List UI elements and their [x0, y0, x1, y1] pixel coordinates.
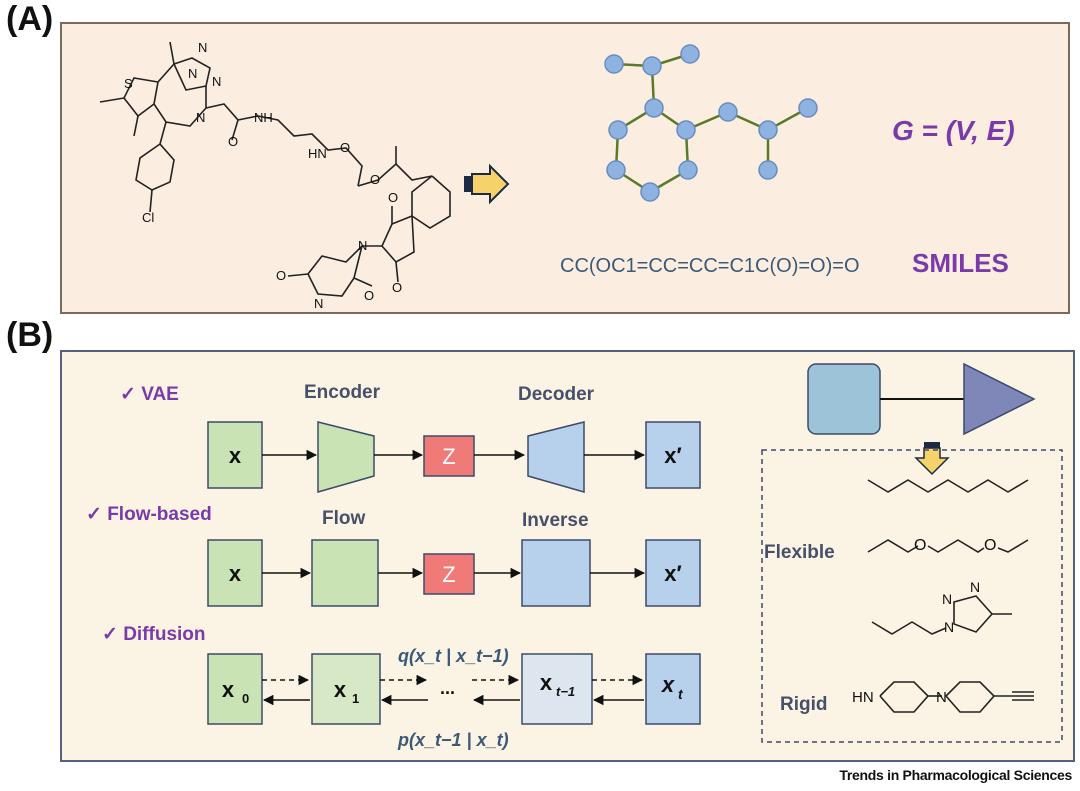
x0-box — [207, 653, 263, 725]
flow-latent-box — [423, 553, 475, 595]
journal-footer: Trends in Pharmacological Sciences — [839, 767, 1072, 783]
vae-input-x: x — [229, 443, 242, 468]
xt-minus-1-box — [521, 653, 593, 725]
diffusion-check-label: ✓ Diffusion — [102, 624, 206, 645]
inverse-label: Inverse — [522, 510, 589, 531]
smiles-string: CC(OC1=CC=CC=C1C(O)=O)=O — [560, 255, 860, 277]
smiles-label: SMILES — [912, 248, 1009, 278]
atom-label: O — [388, 190, 398, 205]
molecule-structure — [99, 41, 451, 297]
atom-label: NH — [254, 110, 273, 125]
molecular-graph-nodes — [604, 44, 818, 202]
encoder-trapezoid — [317, 421, 375, 493]
rigid-nh: HN — [852, 689, 874, 706]
triazole-n1: N — [944, 619, 954, 635]
flow-label: Flow — [322, 508, 365, 529]
vae-output-x: x′ — [664, 443, 682, 468]
bipiperidine — [879, 681, 1034, 713]
vae-latent-z: Z — [442, 444, 455, 469]
flow-output-x: x′ — [664, 561, 682, 586]
atom-label: O — [370, 172, 380, 187]
peg-oxygen-1: O — [914, 537, 926, 554]
decoder-trapezoid — [527, 421, 585, 493]
vae-check-label: ✓ VAE — [120, 384, 179, 405]
down-arrow-icon — [914, 442, 950, 476]
transform-arrow-icon — [464, 163, 510, 205]
flow-input-x: x — [229, 561, 242, 586]
diffusion-ellipsis: ... — [440, 678, 455, 698]
atom-label: O — [228, 134, 238, 149]
flow-check-label: ✓ Flow-based — [86, 504, 212, 525]
panel-b-drawing: ✓ VAE Encoder Decoder x Z x′ ✓ Flow-base… — [86, 362, 1063, 750]
flow-transform-box — [311, 539, 379, 607]
molecule-atom-labels: S N N N N O NH HN O O O O N O O N Cl — [124, 40, 402, 311]
atom-label: O — [276, 268, 286, 283]
reverse-process-label: p(x_t−1 | x_t) — [397, 730, 509, 750]
molecular-graph — [613, 52, 809, 194]
x1-subscript: 1 — [352, 691, 359, 706]
peg-oxygen-2: O — [984, 537, 996, 554]
flexible-label: Flexible — [764, 542, 835, 563]
flow-output-box — [645, 539, 701, 607]
atom-label: HN — [308, 146, 327, 161]
rigid-label: Rigid — [780, 694, 828, 715]
atom-label: N — [358, 238, 367, 253]
forward-process-label: q(x_t | x_t−1) — [398, 646, 509, 666]
triazole-chain — [871, 621, 947, 635]
flow-latent-z: Z — [442, 562, 455, 587]
x1-label: x — [334, 677, 347, 702]
linker-types-box — [761, 449, 1063, 743]
panel-a-drawing: S N N N N O NH HN O O O O N O O N Cl — [99, 40, 1015, 311]
peg-chain — [867, 539, 919, 553]
atom-label: N — [188, 66, 197, 81]
xt-minus-1-label: x — [540, 670, 553, 695]
x1-box — [311, 653, 381, 725]
atom-label: O — [392, 280, 402, 295]
encoder-label: Encoder — [304, 382, 381, 403]
x0-subscript: 0 — [242, 691, 249, 706]
x0-label: x — [222, 677, 235, 702]
atom-label: S — [124, 76, 133, 91]
triazole-n2: N — [942, 591, 952, 607]
atom-label: O — [340, 140, 350, 155]
vae-input-box — [207, 421, 263, 489]
atom-label: Cl — [142, 210, 154, 225]
triazole-n3: N — [970, 579, 980, 595]
linker-ligand-triangle — [963, 362, 1036, 436]
atom-label: N — [198, 40, 207, 55]
xt-minus-1-subscript: t−1 — [556, 684, 575, 699]
vae-latent-box — [423, 435, 475, 477]
atom-label: N — [314, 296, 323, 311]
graph-formula: G = (V, E) — [892, 115, 1015, 146]
vae-output-box — [645, 421, 701, 489]
alkyl-chain — [867, 479, 1029, 493]
panel-a: S N N N N O NH HN O O O O N O O N Cl — [60, 22, 1070, 314]
xt-subscript: t — [678, 686, 684, 702]
panel-a-letter: (A) — [6, 0, 54, 38]
panel-b-letter: (B) — [6, 316, 54, 354]
decoder-label: Decoder — [518, 384, 595, 405]
flow-input-box — [207, 539, 263, 607]
atom-label: N — [212, 74, 221, 89]
linker-ligand-square — [807, 363, 881, 435]
xt-box — [645, 653, 701, 725]
rigid-n: N — [936, 689, 947, 706]
panel-b: ✓ VAE Encoder Decoder x Z x′ ✓ Flow-base… — [60, 350, 1075, 762]
atom-label: O — [364, 288, 374, 303]
inverse-transform-box — [521, 539, 591, 607]
atom-label: N — [196, 110, 205, 125]
xt-label: x — [661, 672, 675, 697]
